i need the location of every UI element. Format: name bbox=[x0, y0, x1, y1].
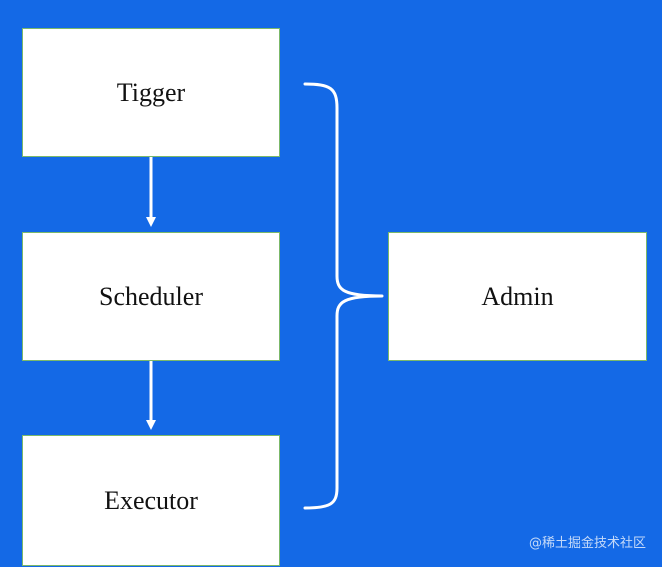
node-trigger: Tigger bbox=[22, 28, 280, 157]
node-executor: Executor bbox=[22, 435, 280, 566]
node-admin: Admin bbox=[388, 232, 647, 361]
node-scheduler-label: Scheduler bbox=[99, 281, 203, 311]
grouping-brace bbox=[303, 82, 384, 510]
node-scheduler: Scheduler bbox=[22, 232, 280, 361]
node-trigger-label: Tigger bbox=[116, 77, 186, 107]
watermark-text: @稀土掘金技术社区 bbox=[528, 536, 646, 551]
node-admin-label: Admin bbox=[481, 281, 554, 311]
node-executor-label: Executor bbox=[104, 485, 198, 515]
